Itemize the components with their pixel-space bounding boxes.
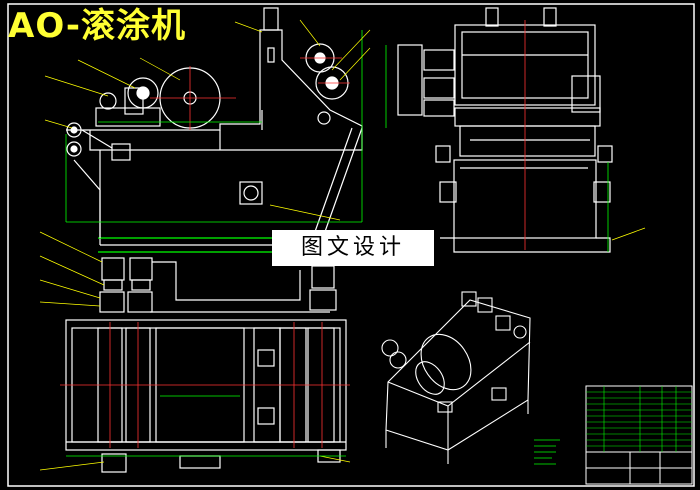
plan-motor-3 bbox=[311, 265, 335, 289]
side-view bbox=[397, 7, 613, 253]
iso-drum bbox=[420, 333, 472, 391]
motor-stack bbox=[397, 44, 423, 116]
plan-motor-2 bbox=[129, 257, 153, 281]
plan-dimensions bbox=[66, 395, 346, 457]
front-leaders bbox=[44, 19, 371, 221]
side-dimensions bbox=[385, 45, 646, 252]
plan-leaders bbox=[39, 231, 351, 471]
watermark-label: 图文设计 bbox=[272, 230, 434, 266]
title-block bbox=[585, 385, 693, 485]
isometric-view bbox=[381, 291, 531, 464]
parts-list bbox=[586, 386, 692, 452]
plan-motor-1 bbox=[101, 257, 125, 281]
fan-unit bbox=[239, 181, 263, 205]
drawing-title: AO-滚涂机 bbox=[8, 6, 186, 46]
front-dimensions bbox=[65, 30, 363, 223]
plan-view bbox=[65, 257, 347, 473]
plan-centerlines bbox=[60, 322, 350, 448]
iso-dimensions bbox=[534, 439, 560, 465]
sheet-border bbox=[7, 3, 695, 487]
front-centerlines bbox=[150, 57, 350, 130]
